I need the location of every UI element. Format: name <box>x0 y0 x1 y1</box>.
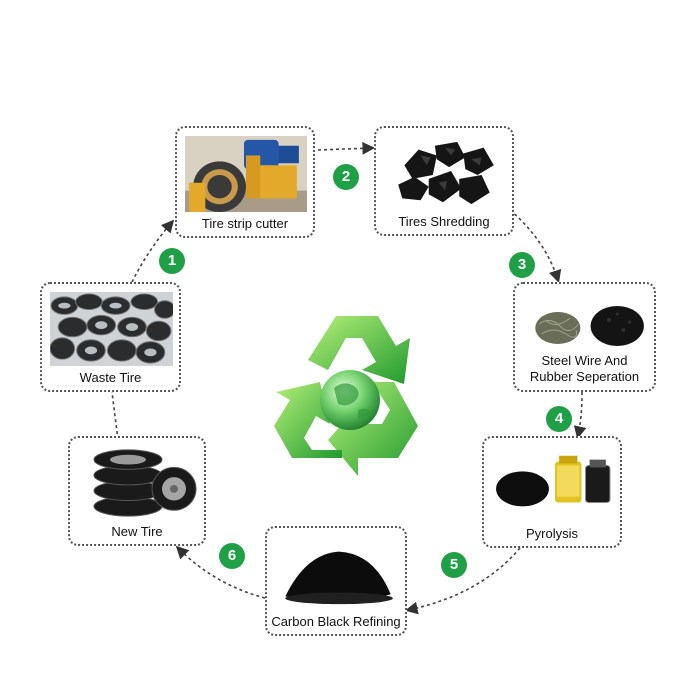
node-label: Carbon Black Refining <box>271 614 401 629</box>
recycle-icon <box>274 316 418 476</box>
step-badge-3: 3 <box>509 252 535 278</box>
step-badge-2: 2 <box>333 164 359 190</box>
steel-wire-and-rubber-image <box>535 306 644 346</box>
step-badge-4: 4 <box>546 406 572 432</box>
node-label: Tire strip cutter <box>201 216 289 231</box>
node-label: Pyrolysis <box>525 526 578 541</box>
carbon-black-powder-image <box>285 551 393 605</box>
node-waste-tire: Waste Tire <box>40 282 181 392</box>
node-label: New Tire <box>111 524 163 539</box>
node-label-line2: Rubber Seperation <box>529 369 640 384</box>
step-badge-6: 6 <box>219 543 245 569</box>
node-tires-shredding: Tires Shredding <box>374 126 514 236</box>
node-label-line1: Steel Wire And <box>541 353 628 368</box>
pyrolysis-products-image <box>496 455 611 507</box>
shredded-rubber-image <box>398 141 494 205</box>
arrow-carbon-to-newtire <box>175 545 266 599</box>
arrow-pyrolysis-to-carbon <box>404 547 521 615</box>
arrow-waste-to-cutter <box>131 219 175 283</box>
arrow-shredding-to-separation <box>509 209 562 284</box>
link-newtire-to-waste <box>111 391 119 441</box>
arrow-cutter-to-shredding <box>317 141 376 155</box>
node-new-tire: New Tire <box>68 436 206 546</box>
node-tire-strip-cutter: Tire strip cutter <box>175 126 315 238</box>
arrow-separation-to-pyrolysis <box>573 391 587 440</box>
new-tire-stack-image <box>93 449 197 517</box>
step-badge-1: 1 <box>159 248 185 274</box>
node-label: Waste Tire <box>79 370 142 385</box>
node-label: Tires Shredding <box>398 214 490 229</box>
node-steel-wire-rubber-separation: Steel Wire And Rubber Seperation <box>513 282 656 392</box>
waste-tire-pile-image <box>50 292 173 366</box>
tire-strip-cutter-machine-image <box>185 136 307 212</box>
node-carbon-black-refining: Carbon Black Refining <box>265 526 407 636</box>
step-badge-5: 5 <box>441 552 467 578</box>
node-pyrolysis: Pyrolysis <box>482 436 622 548</box>
